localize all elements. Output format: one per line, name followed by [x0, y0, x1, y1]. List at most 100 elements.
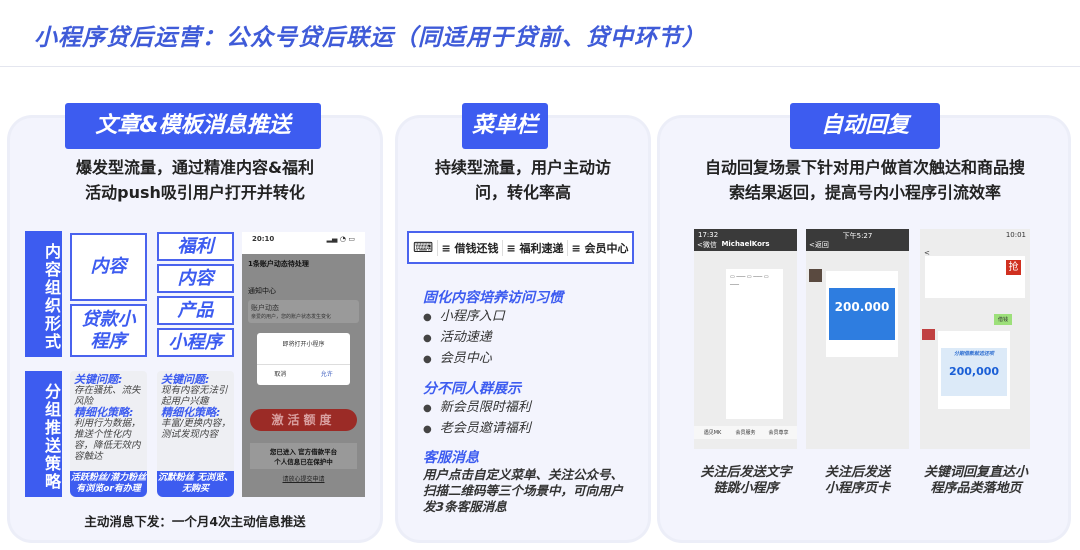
card-heading: 精细化策略: [74, 406, 134, 419]
bullet-item: 新会员限时福利 [423, 398, 638, 419]
activate-credit-button[interactable]: 激活额度 [250, 409, 357, 431]
dialog-title: 即将打开小程序 [282, 341, 325, 348]
phone-notice: 1条账户动态待处理 [248, 260, 309, 268]
chat-name: MichaelKors [721, 240, 770, 248]
phone-item-text: 亲爱的用户，您的账户状态发生变化 [251, 314, 332, 320]
caption-line: 关注后发送文字 [700, 465, 792, 480]
bullet-item: 小程序入口 [423, 307, 638, 328]
subtitle-line: 活动push吸引用户打开并转化 [85, 183, 305, 202]
grab-badge: 抢 [1006, 260, 1021, 275]
page-title: 小程序贷后运营：公众号贷后联运（同适用于贷前、贷中环节） [34, 25, 706, 51]
subtitle-line: 爆发型流量，通过精准内容&福利 [76, 158, 314, 177]
caption-line: 链跳小程序 [713, 481, 779, 496]
avatar [922, 329, 935, 340]
card-text: 利用行为数据，推送个性化内容，降低无效内容触达 [74, 418, 141, 462]
phone-screenshot-article: 20:10 ▂▄ ◔ ▭ 1条账户动态待处理 通知中心 账户动态亲爱的用户，您的账… [242, 232, 365, 497]
miniprogram-box: 小程序 [157, 328, 234, 357]
section-heading: 客服消息 [423, 450, 479, 466]
caption-line: 程序品类落地页 [930, 481, 1022, 496]
panel-subtitle: 持续型流量，用户主动访 问，转化率高 [405, 155, 641, 205]
chat-menu-item[interactable]: 遇见MK [703, 430, 722, 436]
caption: 关注后发送小程序页卡 [806, 465, 909, 497]
phone-time: 20:10 [252, 235, 275, 243]
menu-item[interactable]: ≡ 会员中心 [567, 239, 632, 256]
loan-miniprogram-box: 贷款小程序 [70, 304, 147, 357]
phone-time: 10:01 [1005, 231, 1026, 239]
caption: 关键词回复直达小程序品类落地页 [914, 465, 1038, 497]
section-heading: 分不同人群展示 [423, 381, 521, 397]
menu-item-label: 会员中心 [584, 241, 629, 255]
signal-battery-icon: ▂▄ ◔ ▭ [326, 235, 355, 243]
caption: 关注后发送文字链跳小程序 [692, 465, 800, 497]
service-text: 用户点击自定义菜单、关注公众号、扫描二维码等三个场景中，可向用户发3条客服消息 [423, 467, 624, 514]
dialog-allow-button[interactable]: 允许 [320, 371, 333, 378]
keyboard-icon[interactable]: ⌨ [412, 239, 434, 256]
bullet-item: 老会员邀请福利 [423, 419, 638, 440]
group-push-label: 分组推送策略 [25, 371, 62, 497]
miniprogram-card[interactable]: 分期借款就选还呗 200,000 [938, 331, 1010, 409]
open-miniprogram-dialog: 即将打开小程序 取消 允许 [257, 333, 350, 385]
menu-details: 固化内容培养访问习惯 小程序入口 活动速递 会员中心 分不同人群展示 新会员限时… [423, 287, 638, 515]
phone-screenshot-keyword-reply: 10:01 < 抢 借钱 分期借款就选还呗 200,000 [920, 229, 1030, 449]
phone-time: 下午5:27 [842, 232, 873, 240]
submit-link[interactable]: 请放心提交申请 [282, 476, 325, 483]
card-heading: 精细化策略: [161, 406, 221, 419]
panel-subtitle: 自动回复场景下针对用户做首次触达和商品搜 索结果返回，提高号内小程序引流效率 [670, 155, 1060, 205]
phone-status-bar: 20:10 ▂▄ ◔ ▭ [242, 232, 365, 254]
avatar [809, 269, 822, 282]
menu-item[interactable]: ≡ 福利速递 [502, 239, 567, 256]
subtitle-line: 问，转化率高 [474, 183, 571, 202]
miniprogram-card[interactable]: 200.000 [826, 271, 898, 357]
section-heading: 固化内容培养访问习惯 [423, 290, 563, 306]
subtitle-line: 索结果返回，提高号内小程序引流效率 [728, 183, 1001, 202]
card-text: 存在骚扰、流失风险 [74, 385, 141, 407]
chat-message: ▭ ─── ▭ ─── ▭ ─── [726, 269, 783, 419]
phone-notice-center: 通知中心 [248, 287, 276, 295]
tag-autoreply: 自动回复 [790, 103, 940, 149]
back-button[interactable]: <微信 [697, 241, 717, 249]
user-reply: 借钱 [993, 314, 1012, 325]
card-footer: 沉默粉丝 无浏览、无购买 [157, 471, 234, 497]
subtitle-line: 自动回复场景下针对用户做首次触达和商品搜 [704, 158, 1025, 177]
push-frequency-note: 主动消息下发：一个月4次主动信息推送 [84, 514, 306, 529]
card-footer: 活跃粉丝/潜力粉丝 有浏览or有办理 [70, 471, 147, 497]
card-text: 丰富/更换内容，测试发现内容 [161, 418, 231, 440]
strategy-card-active: 关键问题: 存在骚扰、流失风险 精细化策略: 利用行为数据，推送个性化内容，降低… [70, 371, 147, 497]
card-text: 现有内容无法引起用户兴趣 [161, 385, 228, 407]
card-heading: 关键问题: [74, 373, 123, 386]
platform-box: 您已进入 官方借款平台个人信息已在保护中 [250, 443, 357, 469]
phone-account-item: 账户动态亲爱的用户，您的账户状态发生变化 [248, 300, 359, 323]
strategy-card-silent: 关键问题: 现有内容无法引起用户兴趣 精细化策略: 丰富/更换内容，测试发现内容… [157, 371, 234, 497]
chat-menu-item[interactable]: 会员服务 [735, 430, 756, 436]
phone-screenshot-card-reply: 下午5:27 <返回 200.000 [806, 229, 909, 449]
phone-time: 17:32 [698, 231, 719, 239]
tag-article-push: 文章&模板消息推送 [65, 103, 321, 149]
divider [0, 66, 1080, 67]
card-banner: 分期借款就选还呗 [953, 351, 994, 357]
caption-line: 关键词回复直达小 [923, 465, 1028, 480]
panel-subtitle: 爆发型流量，通过精准内容&福利 活动push吸引用户打开并转化 [20, 155, 370, 205]
chat-menu-item[interactable]: 会员尊享 [768, 430, 789, 436]
caption-line: 小程序页卡 [824, 481, 890, 496]
back-button[interactable]: < [924, 249, 930, 257]
bullet-item: 活动速递 [423, 328, 638, 349]
credit-amount: 200.000 [829, 288, 895, 340]
credit-amount: 200,000 [948, 365, 1000, 378]
tag-menu: 菜单栏 [462, 103, 548, 149]
content-box: 内容 [157, 264, 234, 293]
menu-item-label: 借钱还钱 [454, 241, 499, 255]
content-format-label: 内容组织形式 [25, 231, 62, 357]
chat-menu: 遇见MK 会员服务 会员尊享 [694, 426, 797, 439]
phone-item-title: 账户动态 [251, 304, 279, 312]
card-heading: 关键问题: [161, 373, 210, 386]
platform-text: 您已进入 官方借款平台 [269, 448, 338, 456]
subtitle-line: 持续型流量，用户主动访 [434, 158, 611, 177]
wechat-menu-bar: ⌨ ≡ 借钱还钱 ≡ 福利速递 ≡ 会员中心 [407, 231, 634, 264]
menu-item-label: 福利速递 [519, 241, 564, 255]
menu-item[interactable]: ≡ 借钱还钱 [437, 239, 502, 256]
content-box: 内容 [70, 233, 147, 301]
back-button[interactable]: <返回 [809, 241, 829, 249]
bullet-item: 会员中心 [423, 349, 638, 370]
dialog-cancel-button[interactable]: 取消 [274, 371, 287, 378]
